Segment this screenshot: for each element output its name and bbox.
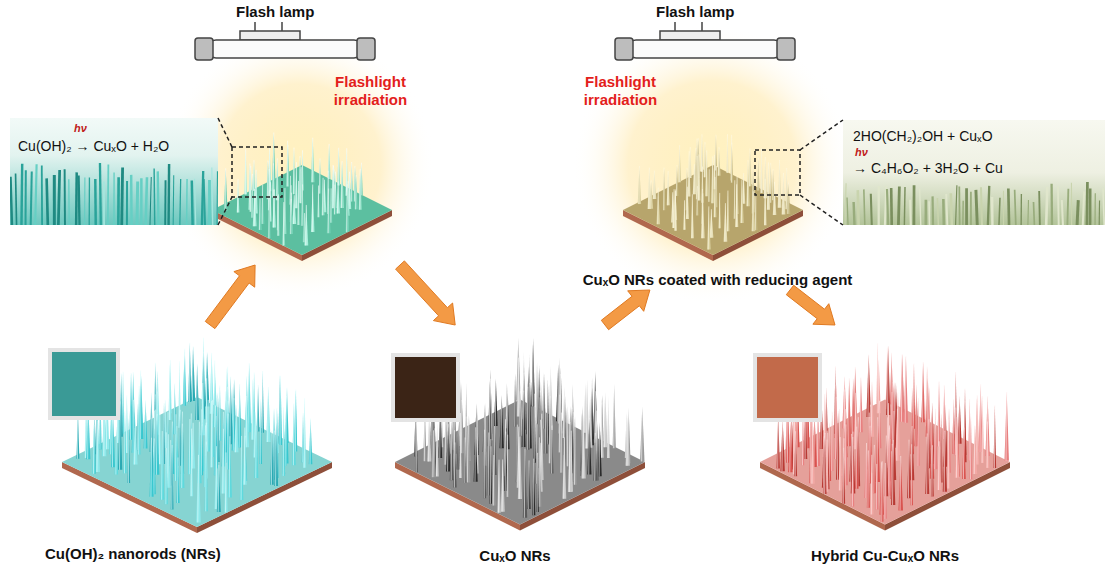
process-arrow bbox=[396, 261, 456, 325]
stage-caption: CuₓO NRs coated with reducing agent bbox=[555, 271, 880, 289]
flash-lamp bbox=[615, 22, 795, 60]
zoom-inset bbox=[10, 118, 1105, 226]
process-arrow bbox=[601, 290, 650, 330]
reaction-inset: Cu(OH)₂ → CuₓO + H₂O hν bbox=[10, 118, 218, 225]
reaction-equation: Cu(OH)₂ → CuₓO + H₂O bbox=[18, 138, 169, 155]
irradiation-stage: Flashlight irradiationCuₓO NRs coated wi… bbox=[555, 65, 880, 290]
zoom-marker bbox=[218, 118, 843, 225]
stage-caption: Hybrid Cu-CuₓO NRs bbox=[750, 547, 1020, 565]
sample-stage: Hybrid Cu-CuₓO NRs bbox=[750, 325, 1020, 575]
stage-caption: Cu(OH)₂ nanorods (NRs) bbox=[45, 545, 221, 563]
flash-lamp bbox=[195, 22, 375, 60]
lamp-label: Flash lamp bbox=[656, 3, 734, 20]
process-arrow bbox=[205, 265, 255, 329]
lamp-label: Flash lamp bbox=[236, 3, 314, 20]
irradiation-label: Flashlight irradiation bbox=[573, 73, 668, 109]
light-symbol: hν bbox=[74, 122, 87, 135]
irradiation-stage: Flashlight irradiation bbox=[205, 65, 420, 265]
sample-stage: CuₓO NRs bbox=[385, 325, 645, 575]
stage-caption: CuₓO NRs bbox=[385, 547, 645, 565]
light-symbol: hν bbox=[855, 146, 868, 159]
sample-stage: Cu(OH)₂ nanorods (NRs) bbox=[40, 325, 340, 575]
reaction-equation: → C₄H₆O₂ + 3H₂O + Cu bbox=[853, 160, 1003, 177]
reaction-inset: 2HO(CH₂)₂OH + CuₓO → C₄H₆O₂ + 3H₂O + Cuhν bbox=[843, 120, 1105, 225]
nanorod-array bbox=[212, 133, 392, 261]
process-arrow bbox=[786, 285, 835, 325]
nanorod-array bbox=[623, 134, 803, 261]
light-glow bbox=[165, 25, 852, 305]
reaction-equation: 2HO(CH₂)₂OH + CuₓO bbox=[853, 128, 993, 145]
irradiation-label: Flashlight irradiation bbox=[323, 73, 418, 109]
sample-photo bbox=[50, 350, 820, 420]
